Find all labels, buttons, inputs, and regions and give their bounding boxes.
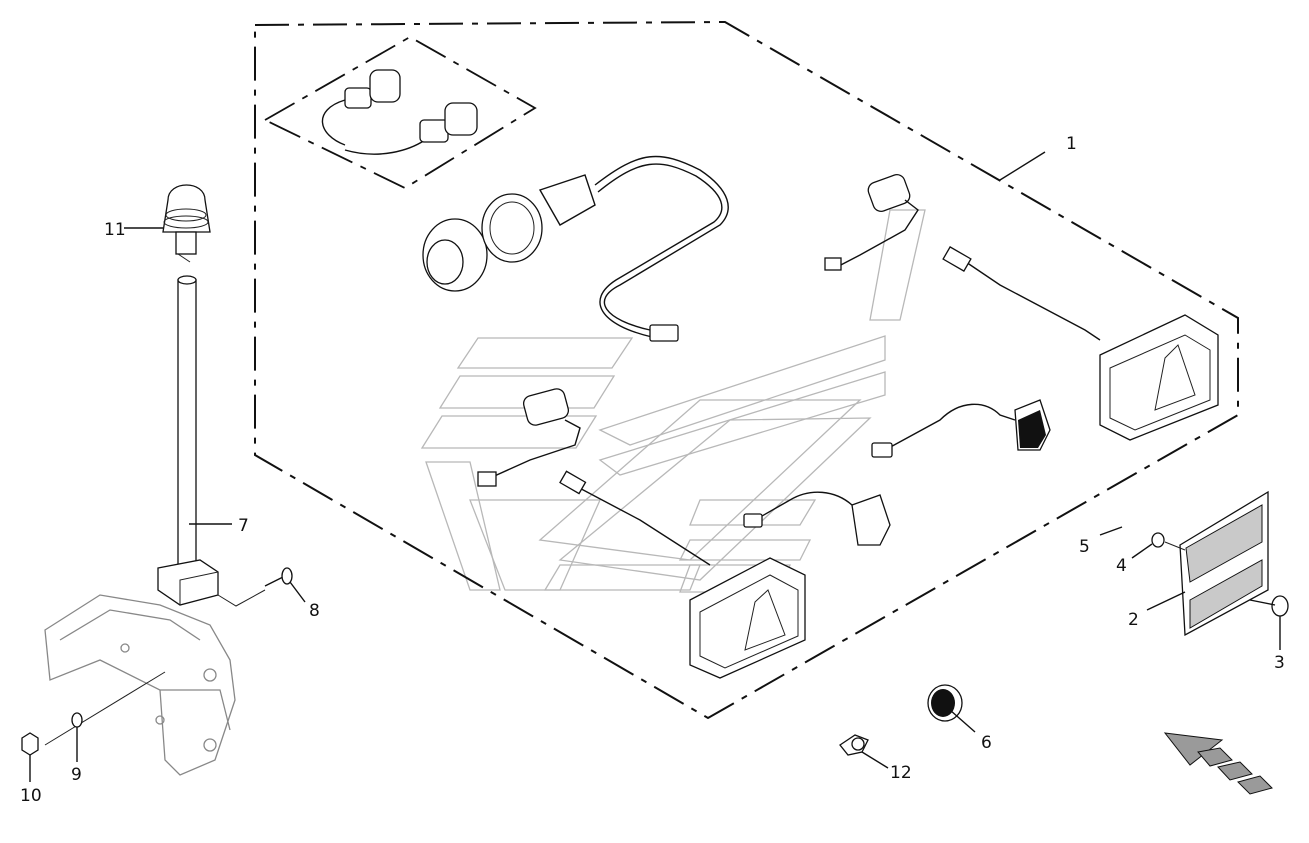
adapter-inset-boundary <box>263 35 537 190</box>
callout-3: 3 <box>1274 653 1285 673</box>
marker-lamp-right <box>871 399 1051 458</box>
callout-5: 5 <box>1079 537 1090 557</box>
callout-8: 8 <box>309 601 320 621</box>
leader-lines <box>29 151 1281 782</box>
callout-11: 11 <box>104 220 126 240</box>
socket-harness <box>422 155 729 342</box>
cable-clip <box>839 734 869 756</box>
callout-2: 2 <box>1128 610 1139 630</box>
callout-9: 9 <box>71 765 82 785</box>
kit-boundary <box>254 20 1239 720</box>
callout-1: 1 <box>1066 134 1077 154</box>
adapter-cable <box>321 69 478 155</box>
marker-lamp-left <box>477 388 581 487</box>
rear-lamp-left <box>559 470 806 679</box>
callout-12: 12 <box>890 763 912 783</box>
beacon-lamp <box>162 184 211 263</box>
callout-6: 6 <box>981 733 992 753</box>
frame-bracket <box>44 594 236 776</box>
direction-arrow <box>1163 732 1273 795</box>
callout-4: 4 <box>1116 556 1127 576</box>
marker-lamp-lower <box>743 491 891 546</box>
marker-lamp-upper <box>824 174 919 271</box>
watermark-logo <box>420 209 926 593</box>
beacon-pole <box>157 275 266 607</box>
bolt-8 <box>264 567 293 587</box>
round-reflector <box>927 684 963 722</box>
callout-7: 7 <box>238 516 249 536</box>
nut-washer-left <box>21 671 166 756</box>
rear-lamp-right <box>942 246 1219 441</box>
callout-10: 10 <box>20 786 42 806</box>
warning-triangle-plate <box>1151 490 1289 637</box>
